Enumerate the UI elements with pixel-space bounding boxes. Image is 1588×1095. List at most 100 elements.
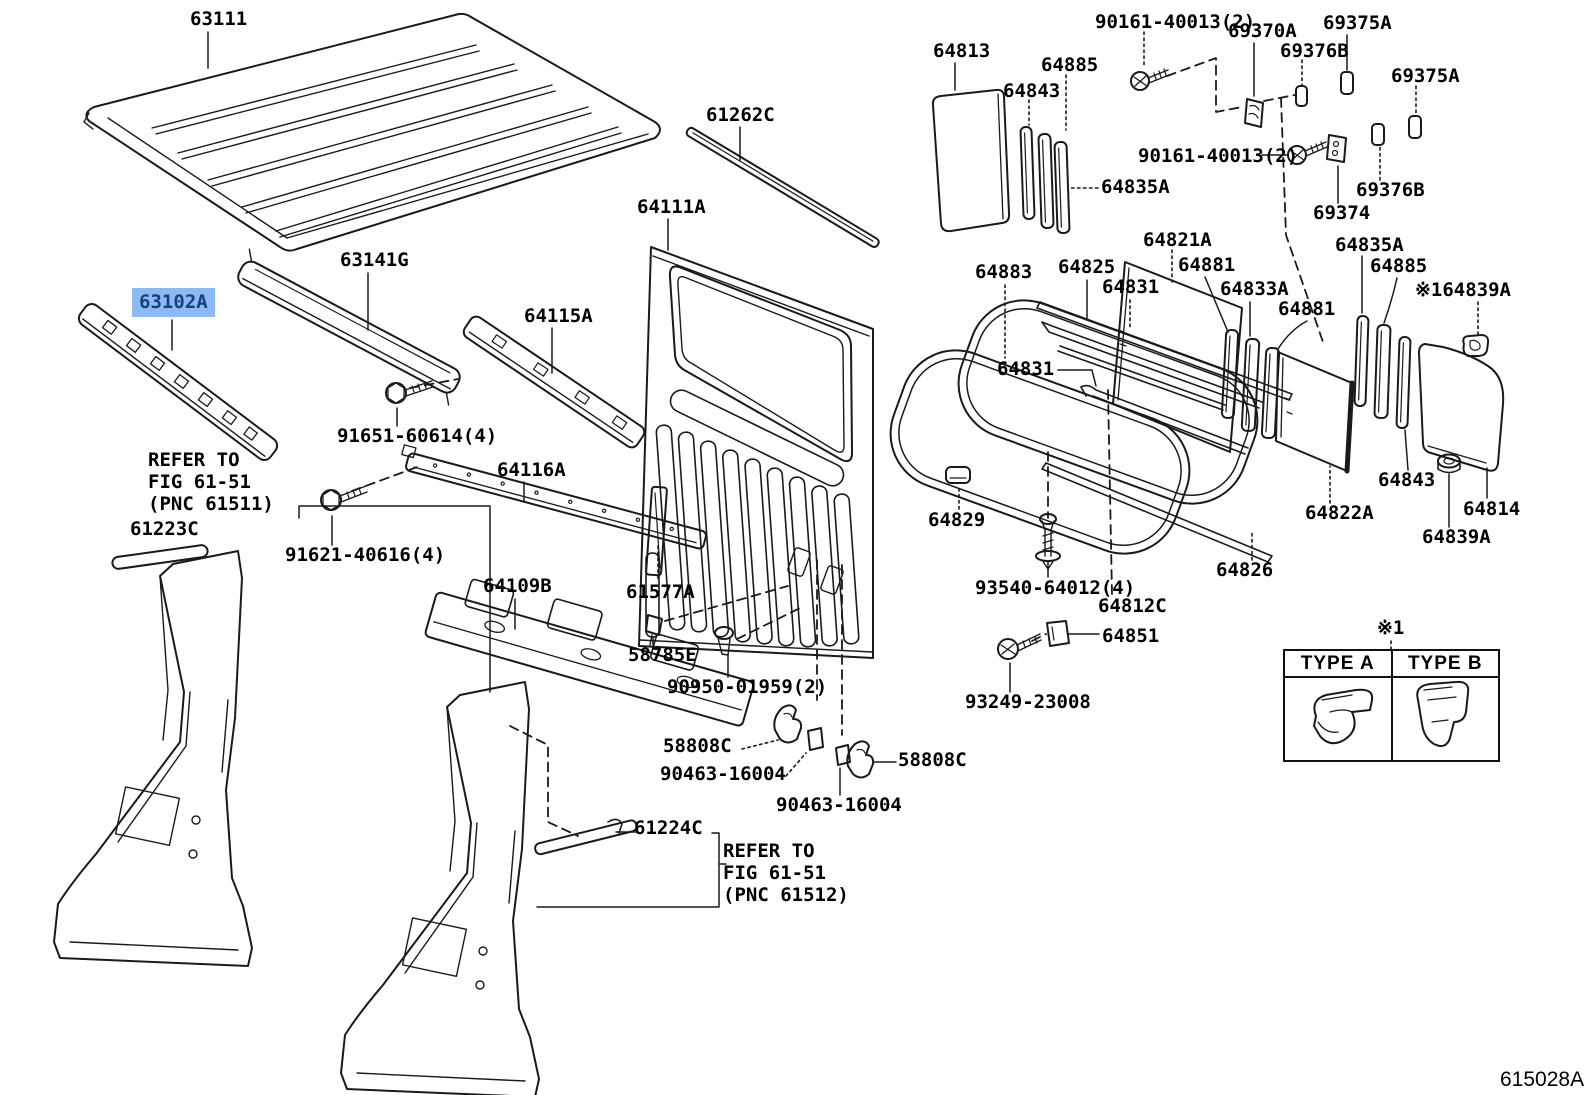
part-label-64812C[interactable]: 64812C	[1098, 595, 1167, 617]
refer-note-61512-line: (PNC 61512)	[723, 884, 849, 906]
roof-header-panel-drawing	[237, 248, 461, 406]
part-label-64813[interactable]: 64813	[933, 40, 991, 62]
part-label-61577A[interactable]: 61577A	[626, 581, 695, 603]
reference-marker-1: ※1	[1377, 617, 1405, 639]
refer-note-61511-line: (PNC 61511)	[148, 493, 274, 515]
dotted-leaders	[657, 31, 1479, 777]
part-label-64843[interactable]: 64843	[1003, 80, 1061, 102]
part-label-64814[interactable]: 64814	[1463, 498, 1521, 520]
part-label-69370A[interactable]: 69370A	[1228, 20, 1297, 42]
part-label-64115A[interactable]: 64115A	[524, 305, 593, 327]
back-panel-drawing	[638, 246, 874, 659]
part-label-64843[interactable]: 64843	[1378, 469, 1436, 491]
part-label-64883[interactable]: 64883	[975, 261, 1033, 283]
clip-58808C-right-drawing	[846, 740, 875, 779]
type-b-clip-drawing	[1416, 680, 1470, 747]
seal-90463-right-drawing	[835, 744, 851, 766]
type-variant-table: TYPE A TYPE B	[1283, 649, 1500, 762]
part-label-64826[interactable]: 64826	[1216, 559, 1274, 581]
glass-run-strips-left-drawing	[1019, 125, 1071, 235]
part-label-64839A[interactable]: 64839A	[1422, 526, 1491, 548]
part-label-64835A[interactable]: 64835A	[1335, 234, 1404, 256]
strip-64826-drawing	[1041, 462, 1273, 563]
part-label-64885[interactable]: 64885	[1041, 54, 1099, 76]
part-label-91651606144[interactable]: 91651-60614(4)	[337, 425, 498, 447]
roof-side-rail-drawing	[77, 303, 279, 461]
part-label-64116A[interactable]: 64116A	[497, 459, 566, 481]
part-label-64881[interactable]: 64881	[1178, 254, 1236, 276]
part-label-58785E[interactable]: 58785E	[628, 644, 697, 666]
dashed-reference-lines	[351, 57, 1325, 837]
part-label-61223C[interactable]: 61223C	[130, 518, 199, 540]
seal-90463-left-drawing	[807, 727, 824, 751]
type-b-header: TYPE B	[1407, 652, 1483, 674]
part-label-64111A[interactable]: 64111A	[637, 196, 706, 218]
part-label-58808C[interactable]: 58808C	[663, 735, 732, 757]
part-label-90161400132[interactable]: 90161-40013(2)	[1138, 145, 1299, 167]
part-label-64833A[interactable]: 64833A	[1220, 278, 1289, 300]
clip-69375A-top-drawing	[1340, 71, 1354, 95]
screw-93249-drawing	[997, 633, 1042, 660]
part-label-61224C[interactable]: 61224C	[634, 817, 703, 839]
part-label-69374[interactable]: 69374	[1313, 202, 1371, 224]
part-label-164839A[interactable]: ※164839A	[1415, 279, 1511, 301]
part-label-64831[interactable]: 64831	[1102, 276, 1160, 298]
part-label-64885[interactable]: 64885	[1370, 255, 1428, 277]
figure-code: 615028A	[1500, 1068, 1585, 1091]
lower-cross-member-drawing	[424, 578, 755, 727]
leader-lines	[171, 31, 1488, 908]
part-label-63111[interactable]: 63111	[190, 8, 248, 30]
part-label-64829[interactable]: 64829	[928, 509, 986, 531]
pillar-bracket-drawing	[645, 485, 668, 577]
part-label-9046316004[interactable]: 90463-16004	[776, 794, 902, 816]
fastener-screw-90161-top	[1130, 68, 1170, 91]
roof-reinforcement-drawing	[462, 315, 646, 449]
part-label-64835A[interactable]: 64835A	[1101, 176, 1170, 198]
part-label-64822A[interactable]: 64822A	[1305, 502, 1374, 524]
roof-panel-drawing	[83, 12, 661, 252]
clip-69376B-right-drawing	[1371, 123, 1385, 146]
type-a-cell	[1285, 678, 1393, 760]
part-label-69376B[interactable]: 69376B	[1356, 179, 1425, 201]
part-label-90950019592[interactable]: 90950-01959(2)	[667, 676, 828, 698]
slide-glass-64822A-drawing	[1275, 351, 1355, 474]
part-label-61262C[interactable]: 61262C	[706, 104, 775, 126]
part-label-69376B[interactable]: 69376B	[1280, 40, 1349, 62]
part-label-58808C[interactable]: 58808C	[898, 749, 967, 771]
clip-58785E-drawing	[645, 614, 663, 646]
part-label-64825[interactable]: 64825	[1058, 256, 1116, 278]
type-a-clip-drawing	[1313, 688, 1374, 745]
pillar-bar-drawing	[534, 818, 638, 856]
moulding-strip-drawing	[685, 126, 880, 248]
part-label-64821A[interactable]: 64821A	[1143, 229, 1212, 251]
clip-69370A-drawing	[1244, 98, 1264, 128]
part-label-63102A[interactable]: 63102A	[132, 288, 215, 317]
quarter-pillar-left-drawing	[53, 544, 253, 967]
part-label-90161400132[interactable]: 90161-40013(2)	[1095, 11, 1256, 33]
part-label-69375A[interactable]: 69375A	[1323, 12, 1392, 34]
part-label-64109B[interactable]: 64109B	[483, 575, 552, 597]
refer-note-61512-line: REFER TO	[723, 840, 815, 862]
part-label-63141G[interactable]: 63141G	[340, 249, 409, 271]
clip-64851-drawing	[1046, 620, 1070, 647]
type-a-header: TYPE A	[1285, 651, 1393, 676]
part-label-64831[interactable]: 64831	[997, 358, 1055, 380]
glass-run-strips-right-drawing	[1220, 315, 1412, 440]
part-label-64851[interactable]: 64851	[1102, 625, 1160, 647]
part-label-69375A[interactable]: 69375A	[1391, 65, 1460, 87]
clip-69376B-top-drawing	[1295, 85, 1308, 107]
quarter-window-glass-64813-drawing	[931, 88, 1011, 233]
clip-69375A-right-drawing	[1408, 115, 1422, 139]
part-label-64881[interactable]: 64881	[1278, 298, 1336, 320]
screw-93540-drawing	[1035, 513, 1061, 570]
part-label-9046316004[interactable]: 90463-16004	[660, 763, 786, 785]
part-label-93540640124[interactable]: 93540-64012(4)	[975, 577, 1136, 599]
part-label-9324923008[interactable]: 93249-23008	[965, 691, 1091, 713]
part-label-91621406164[interactable]: 91621-40616(4)	[285, 544, 446, 566]
refer-note-61511-line: FIG 61-51	[148, 471, 251, 493]
clip-69374-drawing	[1326, 134, 1347, 163]
